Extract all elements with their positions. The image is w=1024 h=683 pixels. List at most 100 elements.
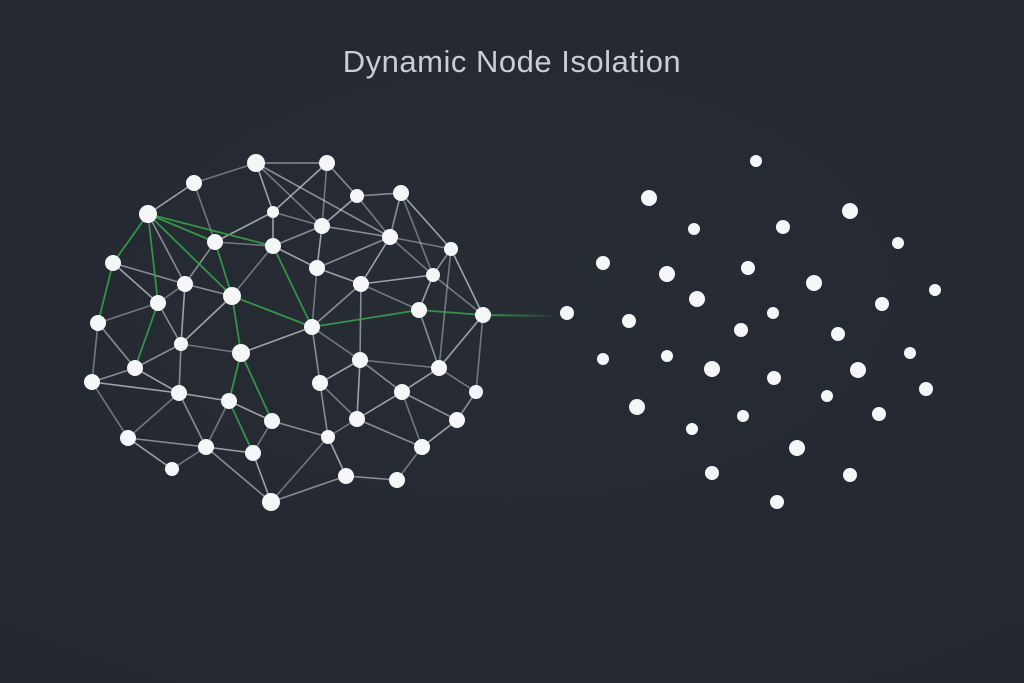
network-node (247, 154, 265, 172)
edge-layer-white (91, 162, 484, 503)
isolated-node (767, 371, 781, 385)
network-node (207, 234, 223, 250)
network-node (127, 360, 143, 376)
edge (97, 302, 159, 324)
isolated-node (688, 223, 700, 235)
network-node (265, 238, 281, 254)
isolated-node (842, 203, 858, 219)
edge (240, 326, 313, 354)
edge (401, 391, 423, 448)
network-node (221, 393, 237, 409)
network-node (186, 175, 202, 191)
edge (272, 162, 328, 213)
network-node (349, 411, 365, 427)
network-node (245, 445, 261, 461)
network-node (262, 493, 280, 511)
network-node (414, 439, 430, 455)
edge (178, 392, 207, 448)
network-node (150, 295, 166, 311)
edge (400, 192, 434, 276)
network-node (449, 412, 465, 428)
edge (193, 182, 216, 243)
edge (450, 248, 484, 316)
edge (127, 437, 173, 470)
edge (311, 283, 362, 328)
edge (205, 446, 272, 503)
edge (389, 236, 434, 276)
isolated-node (850, 362, 866, 378)
edge (400, 192, 452, 250)
edge (214, 241, 274, 247)
edge (180, 295, 233, 345)
network-node (444, 242, 458, 256)
green-edge (418, 309, 484, 316)
edge (475, 314, 484, 393)
edge (91, 381, 180, 394)
network-node (389, 472, 405, 488)
network-node (411, 302, 427, 318)
isolated-node (596, 256, 610, 270)
isolated-node (560, 306, 574, 320)
isolated-node (661, 350, 673, 362)
isolated-node (705, 466, 719, 480)
connected-node-layer (84, 154, 491, 511)
isolation-ray (482, 314, 559, 317)
edge (184, 241, 216, 285)
green-edge (134, 302, 159, 369)
network-node (177, 276, 193, 292)
network-node (198, 439, 214, 455)
network-node (139, 205, 157, 223)
network-node (171, 385, 187, 401)
isolated-node (597, 353, 609, 365)
edge (214, 211, 274, 243)
isolated-node (686, 423, 698, 435)
edge (134, 367, 180, 394)
edge (271, 420, 329, 438)
edge (205, 400, 230, 448)
isolated-node (767, 307, 779, 319)
network-node (309, 260, 325, 276)
isolated-node (806, 275, 822, 291)
isolated-node (704, 361, 720, 377)
isolation-ray-layer (482, 314, 559, 317)
isolated-node (629, 399, 645, 415)
green-edge (228, 400, 254, 454)
edge (438, 248, 452, 369)
edge-layer-green (97, 213, 484, 454)
isolated-node (872, 407, 886, 421)
network-node (304, 319, 320, 335)
isolated-node (892, 237, 904, 249)
green-edge (147, 213, 159, 304)
network-node (232, 344, 250, 362)
edge (356, 359, 361, 420)
network-node (267, 206, 279, 218)
network-node (319, 155, 335, 171)
isolated-node (789, 440, 805, 456)
network-node (165, 462, 179, 476)
edge (319, 382, 358, 420)
isolated-node-layer (560, 155, 941, 509)
isolated-node (741, 261, 755, 275)
edge (360, 236, 391, 285)
isolated-node (750, 155, 762, 167)
edge (91, 322, 99, 383)
edge (97, 322, 136, 369)
network-node (264, 413, 280, 429)
network-node (174, 337, 188, 351)
isolated-node (929, 284, 941, 296)
green-edge (147, 213, 216, 243)
edge (112, 262, 186, 285)
network-node (393, 185, 409, 201)
edge (401, 391, 458, 421)
edge (321, 225, 391, 238)
green-edge (231, 295, 242, 354)
edge (180, 283, 186, 345)
edge (178, 343, 182, 394)
green-edge (231, 295, 313, 328)
edge (311, 267, 318, 328)
network-node (353, 276, 369, 292)
network-node (426, 268, 440, 282)
edge (356, 195, 391, 238)
